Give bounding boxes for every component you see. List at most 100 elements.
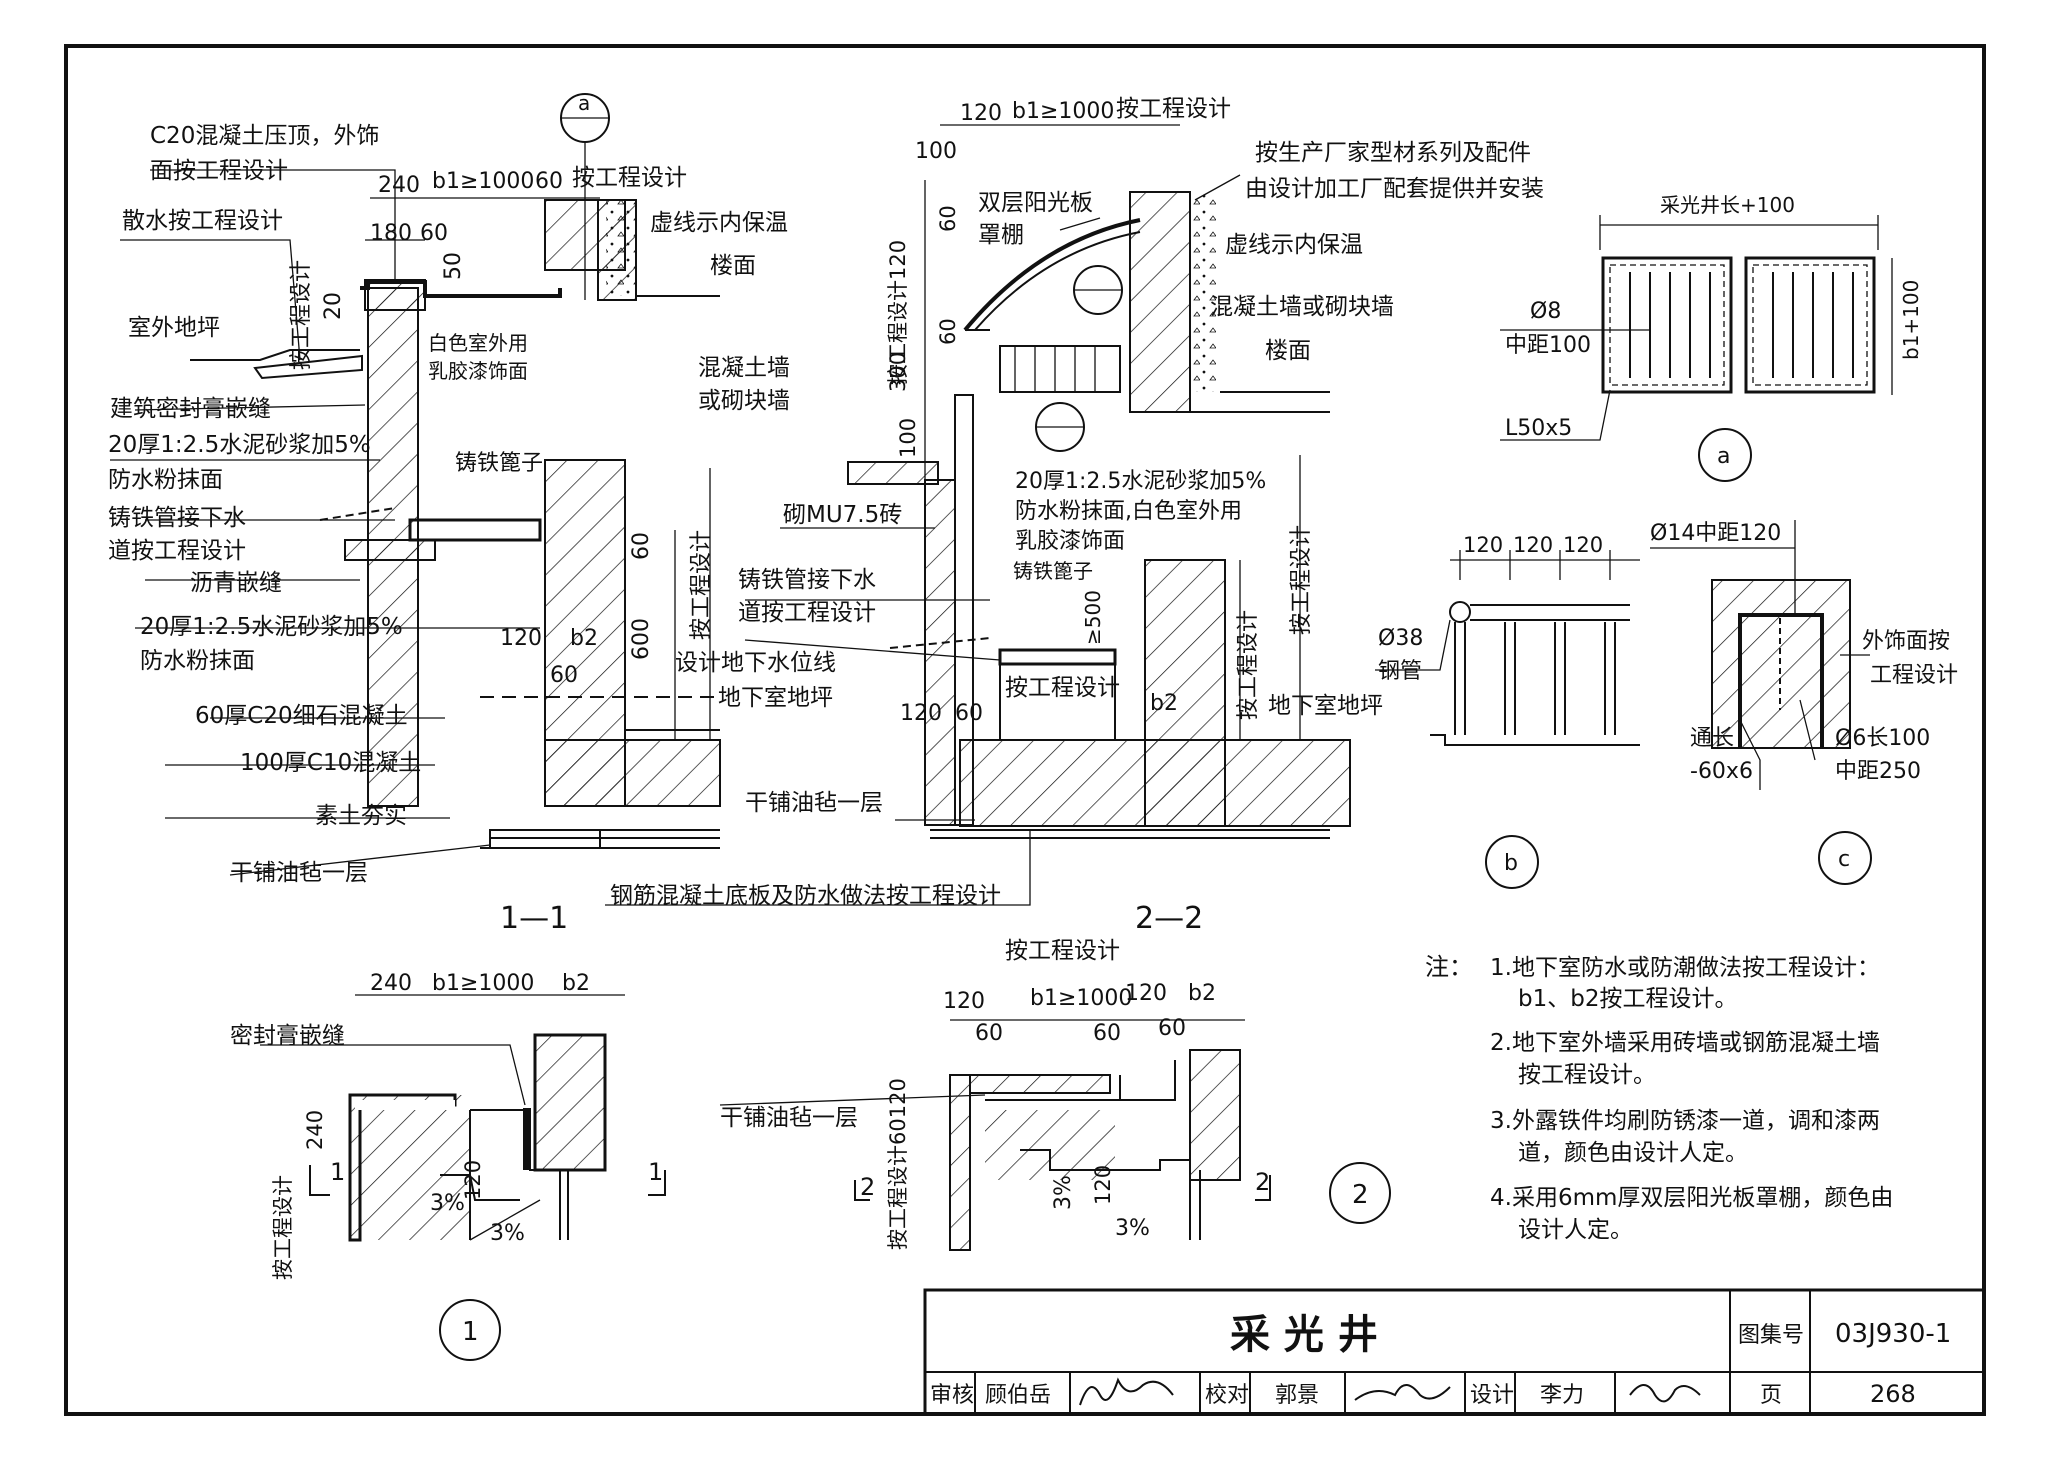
dim-b1-top: b1≥1000 xyxy=(1012,99,1114,124)
note-4b: 设计人定。 xyxy=(1518,1217,1633,1243)
dim-v60b: 60 xyxy=(936,318,960,345)
plan-2-dim-3: 120 xyxy=(1125,981,1167,1006)
detail-a-side-dim: b1+100 xyxy=(1899,280,1923,360)
plan-2-dim-60c: 60 xyxy=(1158,1016,1186,1041)
label-floor: 楼面 xyxy=(710,253,756,279)
check-signature xyxy=(1354,1384,1451,1401)
detail-c-flat: 通长 xyxy=(1690,726,1734,751)
dim-60c: 60 xyxy=(550,663,578,688)
plan-2-dim-60a: 60 xyxy=(975,1021,1003,1046)
sheet-title: 采 光 井 xyxy=(1230,1312,1378,1358)
review-signature xyxy=(1079,1377,1174,1406)
dim-design-v-2: 按工程设计 xyxy=(1236,610,1261,720)
plan-2-right-wall xyxy=(1189,1049,1241,1181)
label-basement: 地下室地坪 xyxy=(718,685,833,711)
plan-1-cut-left: 1 xyxy=(330,1158,345,1186)
label-mortar-2-1: 20厚1:2.5水泥砂浆加5% xyxy=(1015,469,1266,494)
plan-2: 按工程设计 120 b1≥1000 120 b2 60 60 60 干铺油毡一层… xyxy=(719,938,1391,1251)
detail-c-ref: c xyxy=(1838,847,1850,872)
section-1-caption: 1—1 xyxy=(500,901,568,936)
plan-1-bubble xyxy=(439,1299,501,1361)
dim-60b: 60 xyxy=(420,221,448,246)
dim-600: 600 xyxy=(629,618,654,660)
label-wall-2: 混凝土墙或砌块墙 xyxy=(1210,294,1394,320)
canopy-curve-inner xyxy=(974,231,1141,331)
plan-2-dim-1: 120 xyxy=(943,989,985,1014)
plan-2-dim-design-top: 按工程设计 xyxy=(1005,938,1120,964)
plan-2-dim-4: b2 xyxy=(1188,981,1216,1006)
ground-slope xyxy=(190,349,360,361)
plan-1-sealant: 密封膏嵌缝 xyxy=(230,1023,345,1049)
plan-1-dim-3: b2 xyxy=(562,971,590,996)
label-insul-2: 虚线示内保温 xyxy=(1225,232,1363,258)
base-slab-2 xyxy=(959,739,1351,827)
apron-2 xyxy=(847,461,939,485)
detail-c-rebar: Ø14中距120 xyxy=(1650,521,1781,546)
label-soil: 素土夯实 xyxy=(315,803,407,829)
label-insul: 虚线示内保温 xyxy=(650,210,788,236)
label-floor-2: 楼面 xyxy=(1265,338,1311,364)
dim-design-v2-2: 按工程设计 xyxy=(1289,525,1314,635)
dim-v120: 按工程设计120 xyxy=(886,240,910,385)
label-mortar: 20厚1:2.5水泥砂浆加5% xyxy=(108,432,371,458)
dim-120: 120 xyxy=(500,626,542,651)
plan-1-dim-240: 240 xyxy=(303,1110,327,1150)
label-concrete-wall: 混凝土墙 xyxy=(698,355,790,381)
plan-2-dim-120: 120 xyxy=(1091,1165,1115,1205)
label-fine-concrete: 60厚C20细石混凝土 xyxy=(195,703,408,729)
drain-box xyxy=(344,539,436,561)
label-white-paint: 白色室外用 xyxy=(428,331,528,355)
section-2-caption: 2—2 xyxy=(1135,901,1203,936)
plan-2-ref: 2 xyxy=(1352,1180,1369,1210)
dim-b2-2: b2 xyxy=(1150,691,1178,716)
label-cast-pipe-2: 道按工程设计 xyxy=(108,538,246,564)
detail-c: Ø14中距120 外饰面按 工程设计 通长 -60x6 Ø6长100 中距250… xyxy=(1650,520,1958,885)
note-1: 1.地下室防水或防潮做法按工程设计： xyxy=(1490,955,1880,981)
dim-60: 60 xyxy=(535,169,563,194)
detail-a-ref: a xyxy=(1717,444,1730,469)
label-basement-2: 地下室地坪 xyxy=(1268,693,1383,719)
label-cast-pipe-2a: 铸铁管接下水 xyxy=(738,567,876,593)
title-block: 采 光 井 图集号 03J930-1 审核 顾伯岳 校对 郭景 设计 李力 页 … xyxy=(923,1288,1986,1416)
detail-b-pipe: Ø38 xyxy=(1378,626,1423,651)
label-concrete-wall-2: 或砌块墙 xyxy=(698,388,790,414)
section-1-1: C20混凝土压顶，外饰 面按工程设计 散水按工程设计 室外地坪 建筑密封膏嵌缝 … xyxy=(108,91,1031,936)
detail-c-finish: 外饰面按 xyxy=(1862,629,1950,654)
label-ground: 室外地坪 xyxy=(128,315,220,341)
note-2: 2.地下室外墙采用砖墙或钢筋混凝土墙 xyxy=(1490,1030,1880,1056)
label-manufacturer-2: 由设计加工厂配套提供并安装 xyxy=(1245,176,1544,202)
brick-wall xyxy=(924,479,956,826)
plan-1-dim-design: 按工程设计 xyxy=(271,1175,295,1280)
label-grate-2: 铸铁篦子 xyxy=(1013,559,1093,583)
plan-1-dim-2: b1≥1000 xyxy=(432,971,534,996)
section-2-2: 120 b1≥1000 按工程设计 100 按工程设计120 60 60 300… xyxy=(738,96,1544,936)
base-floor-layers xyxy=(490,829,720,839)
label-cast-pipe-2b: 道按工程设计 xyxy=(738,600,876,626)
detail-a-angle: L50x5 xyxy=(1505,416,1572,441)
grate-2 xyxy=(998,648,1117,666)
label-felt-2: 干铺油毡一层 xyxy=(745,790,883,816)
check-name: 郭景 xyxy=(1275,1383,1319,1408)
dim-20: 20 xyxy=(321,292,346,320)
plan-2-dim-2: b1≥1000 xyxy=(1030,986,1132,1011)
plan-1-ref: 1 xyxy=(462,1317,479,1347)
wall-insul xyxy=(1190,192,1218,392)
plan-1-slope-a: 3% xyxy=(430,1191,465,1216)
dim-b2: b2 xyxy=(570,626,598,651)
label-brick: 砌MU7.5砖 xyxy=(783,502,902,528)
detail-a-top-dim: 采光井长+100 xyxy=(1660,193,1795,217)
dim-500: ≥500 xyxy=(1081,590,1105,645)
steel-pipe xyxy=(1449,601,1471,623)
label-cast-pipe: 铸铁管接下水 xyxy=(108,505,246,531)
dim-design-h: 按工程设计 xyxy=(1005,675,1120,701)
label-sealant: 建筑密封膏嵌缝 xyxy=(110,396,271,422)
grate-1 xyxy=(408,518,542,542)
detail-b-bubble xyxy=(1485,835,1539,889)
dim-design-v: 按工程设计 xyxy=(289,260,314,370)
dim-design-v2: 按工程设计 xyxy=(689,530,714,640)
note-3: 3.外露铁件均刷防锈漆一道，调和漆两 xyxy=(1490,1108,1880,1134)
dim-240: 240 xyxy=(378,173,420,198)
atlas-no: 03J930-1 xyxy=(1835,1319,1951,1349)
notes-heading: 注： xyxy=(1425,953,1473,981)
